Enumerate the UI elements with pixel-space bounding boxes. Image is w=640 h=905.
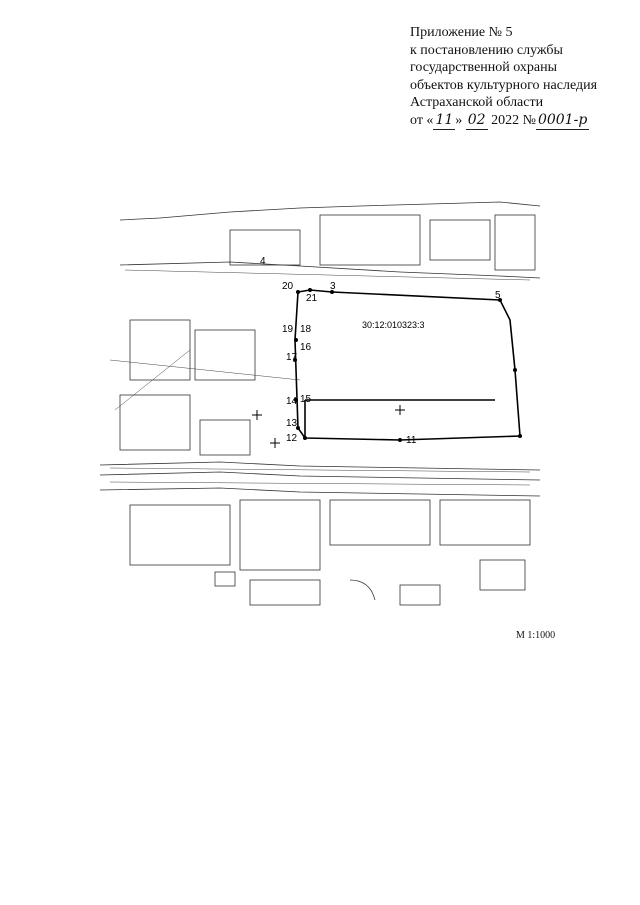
map-scale: М 1:1000 <box>516 630 556 641</box>
document-header: Приложение № 5 к постановлению службы го… <box>410 24 635 130</box>
point-label: 12 <box>286 433 298 444</box>
header-line-1: Приложение № 5 <box>410 25 513 40</box>
header-line-2: к постановлению службы <box>410 42 563 58</box>
point-label: 20 <box>282 281 294 292</box>
header-line-5: Астраханской области <box>410 95 544 110</box>
date-year: 2022 № <box>491 112 536 128</box>
corner-label: 5 <box>495 290 501 301</box>
corner-label: 4 <box>260 256 266 267</box>
point-label: 18 <box>300 324 312 335</box>
point-label: 13 <box>286 418 298 429</box>
point-label: 17 <box>286 352 298 363</box>
point-label: 19 <box>282 324 294 335</box>
cadastral-map: 20 21 3 19 18 17 16 15 14 13 12 11 4 5 3… <box>100 201 541 606</box>
date-month: 02 <box>465 112 488 130</box>
date-day: 11 <box>433 112 456 130</box>
date-prefix: от « <box>410 112 434 128</box>
header-line-4: объектов культурного наследия <box>410 77 598 93</box>
header-line-3: государственной охраны <box>410 60 558 75</box>
document-number: 0001-р <box>535 112 590 130</box>
date-mid: » <box>455 112 463 128</box>
point-label: 14 <box>286 396 298 407</box>
point-label: 16 <box>300 342 312 353</box>
point-label: 15 <box>300 394 312 405</box>
point-label: 21 <box>306 293 318 304</box>
point-label: 11 <box>406 435 417 446</box>
cadastral-number: 30:12:010323:3 <box>362 320 425 330</box>
point-label: 3 <box>330 281 336 292</box>
